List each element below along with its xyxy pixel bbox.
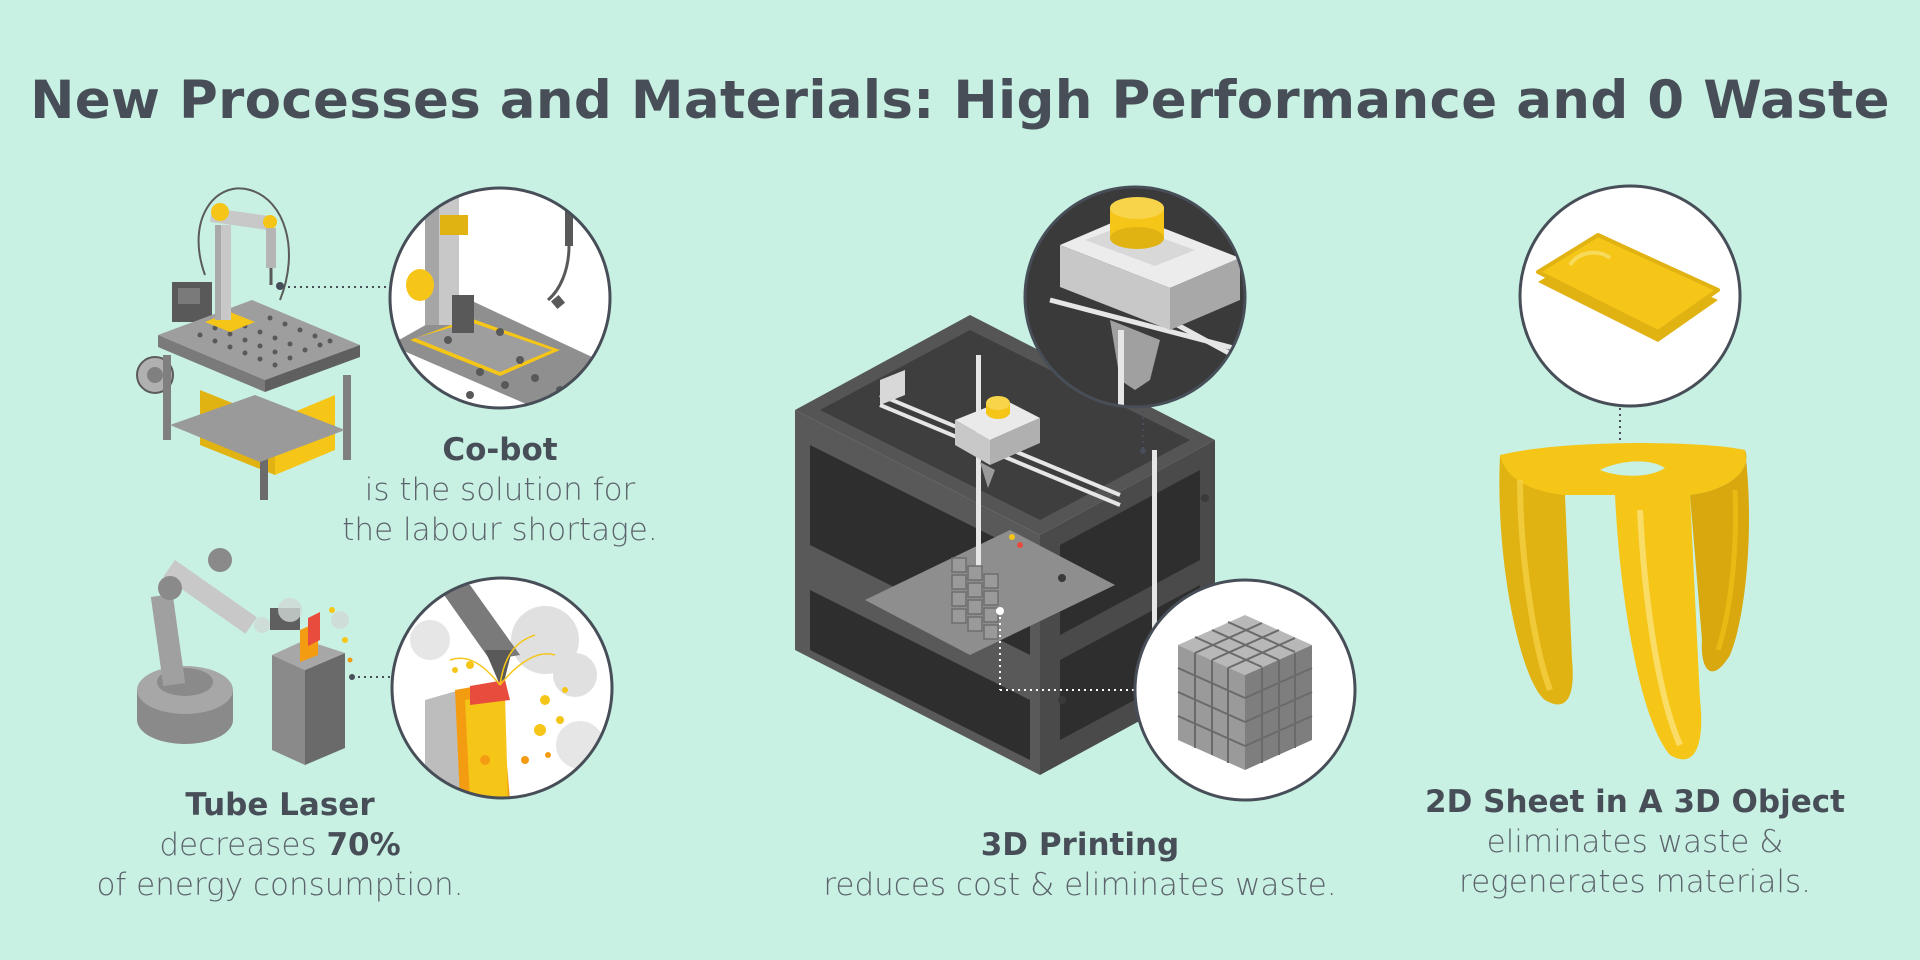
tube-laser-line-2: of energy consumption. (96, 867, 464, 903)
tube-laser-detail-circle (390, 576, 614, 800)
printing-line-1: reduces cost & eliminates waste. (823, 867, 1337, 903)
tube-laser-line-1-prefix: decreases (159, 827, 327, 863)
page-title: New Processes and Materials: High Perfor… (30, 70, 1890, 131)
metal-cube-icon (1177, 615, 1313, 770)
tube-laser-icon (137, 548, 395, 765)
cobot-icon (136, 187, 395, 500)
sheet-line-2: regenerates materials. (1459, 864, 1811, 900)
cobot-heading: Co-bot (442, 432, 558, 468)
tube-laser-line-1: decreases 70% (70, 825, 490, 865)
yellow-sheet-icon (1536, 233, 1720, 342)
sheet-heading: 2D Sheet in A 3D Object (1425, 784, 1845, 820)
folded-stool-icon (1499, 443, 1750, 760)
cobot-line-2: the labour shortage. (342, 512, 658, 548)
tube-laser-heading: Tube Laser (185, 787, 375, 823)
cobot-line-1: is the solution for (364, 472, 636, 508)
yellow-sheet-detail-circle (1518, 184, 1742, 459)
sheet-line-1: eliminates waste & (1486, 824, 1784, 860)
sheet-caption: 2D Sheet in A 3D Object eliminates waste… (1400, 782, 1870, 902)
printing-heading: 3D Printing (980, 827, 1180, 863)
metal-cube-detail-circle (1133, 578, 1357, 802)
tube-laser-caption: Tube Laser decreases 70% of energy consu… (70, 785, 490, 905)
tube-laser-percentage: 70% (326, 827, 401, 863)
cobot-caption: Co-bot is the solution for the labour sh… (300, 430, 700, 550)
printer-head-detail-circle (1023, 185, 1247, 409)
cobot-detail-circle (388, 186, 612, 410)
printing-caption: 3D Printing reduces cost & eliminates wa… (785, 825, 1375, 905)
